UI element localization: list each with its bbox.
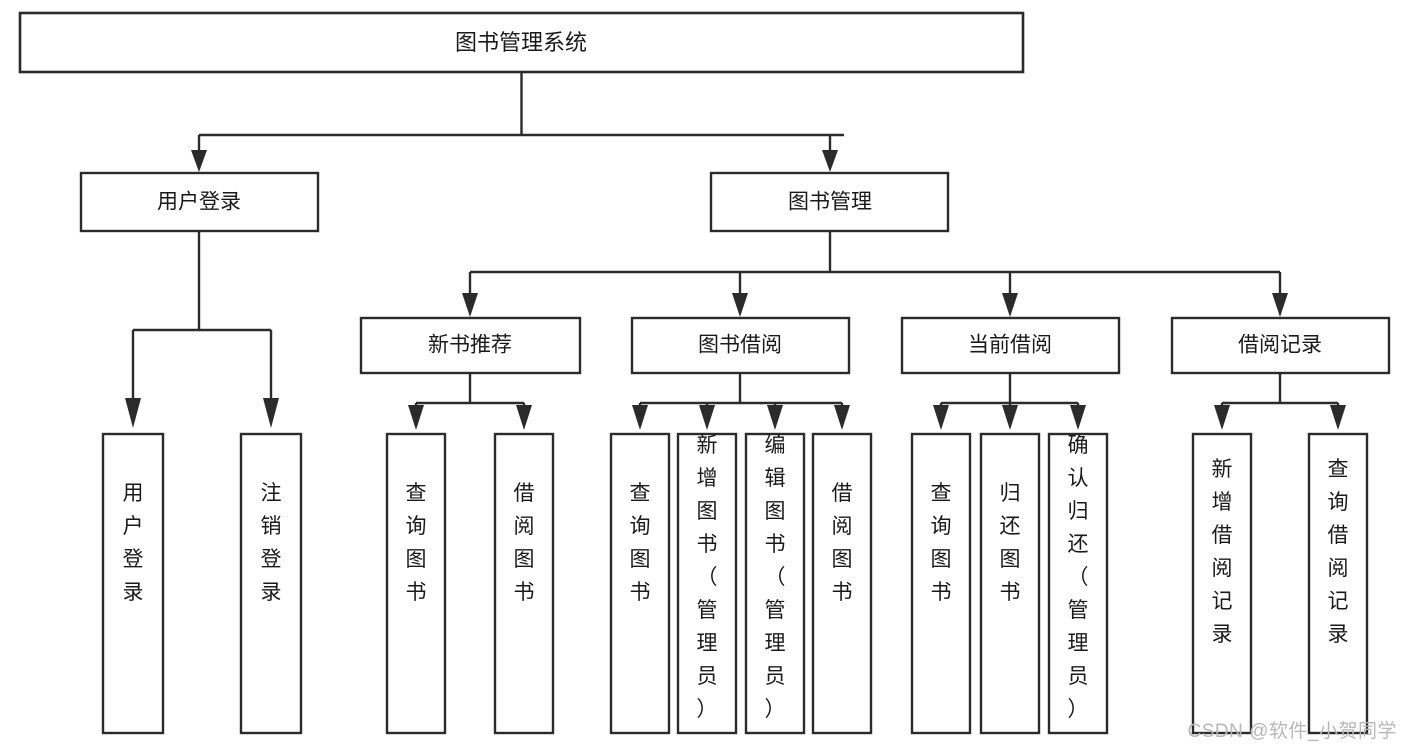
- node-root-box[interactable]: [18, 11, 1025, 74]
- node-leaf-borrow-book-1[interactable]: 借阅图书: [493, 432, 555, 735]
- arrowhead-query-book-2: [632, 405, 648, 430]
- node-current-borrow-box[interactable]: [900, 316, 1121, 375]
- node-leaf-query-record-label: 查询借阅记录: [1328, 458, 1349, 646]
- node-book-borrow[interactable]: 图书借阅: [630, 316, 851, 375]
- arrowhead-leaf-user-login: [125, 398, 141, 428]
- node-leaf-add-record-box[interactable]: [1191, 432, 1253, 735]
- node-book-management-label: 图书管理: [788, 191, 872, 214]
- node-leaf-add-book[interactable]: 新增图书（管理员）: [676, 432, 738, 735]
- node-new-book-recommend-box[interactable]: [359, 316, 582, 375]
- node-leaf-query-book-2-label: 查询图书: [630, 482, 651, 604]
- node-book-management[interactable]: 图书管理: [709, 171, 950, 233]
- node-borrow-record-label: 借阅记录: [1238, 334, 1322, 357]
- node-leaf-query-book-2-box[interactable]: [609, 432, 671, 735]
- node-leaf-confirm-return-label: 确认归还（管理员）: [1068, 434, 1089, 721]
- arrowhead-query-record: [1330, 405, 1346, 430]
- node-leaf-add-record-label: 新增借阅记录: [1212, 458, 1233, 646]
- node-new-book-recommend-label: 新书推荐: [428, 334, 512, 357]
- node-book-borrow-label: 图书借阅: [698, 334, 782, 357]
- node-leaf-borrow-book-2-label: 借阅图书: [832, 482, 853, 604]
- node-leaf-confirm-return[interactable]: 确认归还（管理员）: [1047, 432, 1109, 735]
- node-leaf-user-login-label: 用户登录: [123, 482, 144, 604]
- arrowhead-confirm-return: [1070, 405, 1086, 430]
- arrowhead-add-book: [699, 405, 715, 430]
- node-book-management-box[interactable]: [709, 171, 950, 233]
- arrowhead-add-record: [1214, 405, 1230, 430]
- node-book-borrow-box[interactable]: [630, 316, 851, 375]
- node-leaf-edit-book-box[interactable]: [744, 432, 806, 735]
- node-leaf-query-record-box[interactable]: [1307, 432, 1369, 735]
- node-leaf-add-book-label: 新增图书（管理员）: [697, 434, 718, 721]
- node-leaf-query-book-3-label: 查询图书: [931, 482, 952, 604]
- node-leaf-confirm-return-box[interactable]: [1047, 432, 1109, 735]
- arrowhead-new-book-recommend: [462, 293, 478, 317]
- arrowhead-user-login: [191, 150, 207, 172]
- node-leaf-add-record[interactable]: 新增借阅记录: [1191, 432, 1253, 735]
- arrowhead-edit-book: [767, 405, 783, 430]
- node-leaf-return-book-box[interactable]: [979, 432, 1041, 735]
- node-leaf-borrow-book-1-label: 借阅图书: [514, 482, 535, 604]
- node-borrow-record-box[interactable]: [1170, 316, 1391, 375]
- arrowhead-current-borrow: [1002, 293, 1018, 317]
- node-user-login[interactable]: 用户登录: [79, 171, 320, 233]
- node-leaf-query-book-3-box[interactable]: [910, 432, 972, 735]
- node-current-borrow[interactable]: 当前借阅: [900, 316, 1121, 375]
- node-borrow-record[interactable]: 借阅记录: [1170, 316, 1391, 375]
- node-root[interactable]: 图书管理系统: [18, 11, 1025, 74]
- node-leaf-borrow-book-1-box[interactable]: [493, 432, 555, 735]
- arrowhead-borrow-book-1: [516, 405, 532, 430]
- node-leaf-add-book-box[interactable]: [676, 432, 738, 735]
- node-leaf-user-logout-label: 注销登录: [261, 482, 282, 604]
- node-leaf-user-logout-box[interactable]: [239, 432, 303, 735]
- arrowhead-borrow-book-2: [834, 405, 850, 430]
- node-leaf-query-book-1-label: 查询图书: [406, 482, 427, 604]
- node-leaf-return-book-label: 归还图书: [1000, 482, 1021, 604]
- node-user-login-label: 用户登录: [157, 191, 241, 214]
- node-leaf-return-book[interactable]: 归还图书: [979, 432, 1041, 735]
- node-leaf-edit-book-label: 编辑图书（管理员）: [765, 434, 786, 721]
- node-leaf-edit-book[interactable]: 编辑图书（管理员）: [744, 432, 806, 735]
- node-leaf-query-record[interactable]: 查询借阅记录: [1307, 432, 1369, 735]
- node-root-label: 图书管理系统: [455, 30, 587, 55]
- node-new-book-recommend[interactable]: 新书推荐: [359, 316, 582, 375]
- arrowhead-book-borrow: [732, 293, 748, 317]
- arrowhead-return-book: [1002, 405, 1018, 430]
- node-leaf-user-logout[interactable]: 注销登录: [239, 432, 303, 735]
- arrowhead-query-book-1: [408, 405, 424, 430]
- arrowhead-book-management: [822, 150, 838, 172]
- arrowhead-query-book-3: [933, 405, 949, 430]
- node-leaf-user-login[interactable]: 用户登录: [101, 432, 165, 735]
- node-leaf-query-book-1-box[interactable]: [385, 432, 447, 735]
- node-user-login-box[interactable]: [79, 171, 320, 233]
- node-leaf-query-book-2[interactable]: 查询图书: [609, 432, 671, 735]
- node-leaf-query-book-3[interactable]: 查询图书: [910, 432, 972, 735]
- arrowhead-leaf-user-logout: [263, 398, 279, 428]
- arrowhead-borrow-record: [1272, 293, 1288, 317]
- node-current-borrow-label: 当前借阅: [968, 334, 1052, 357]
- node-leaf-user-login-box[interactable]: [101, 432, 165, 735]
- node-leaf-borrow-book-2[interactable]: 借阅图书: [811, 432, 873, 735]
- connector-layer: [125, 72, 1346, 430]
- node-leaf-query-book-1[interactable]: 查询图书: [385, 432, 447, 735]
- node-leaf-borrow-book-2-box[interactable]: [811, 432, 873, 735]
